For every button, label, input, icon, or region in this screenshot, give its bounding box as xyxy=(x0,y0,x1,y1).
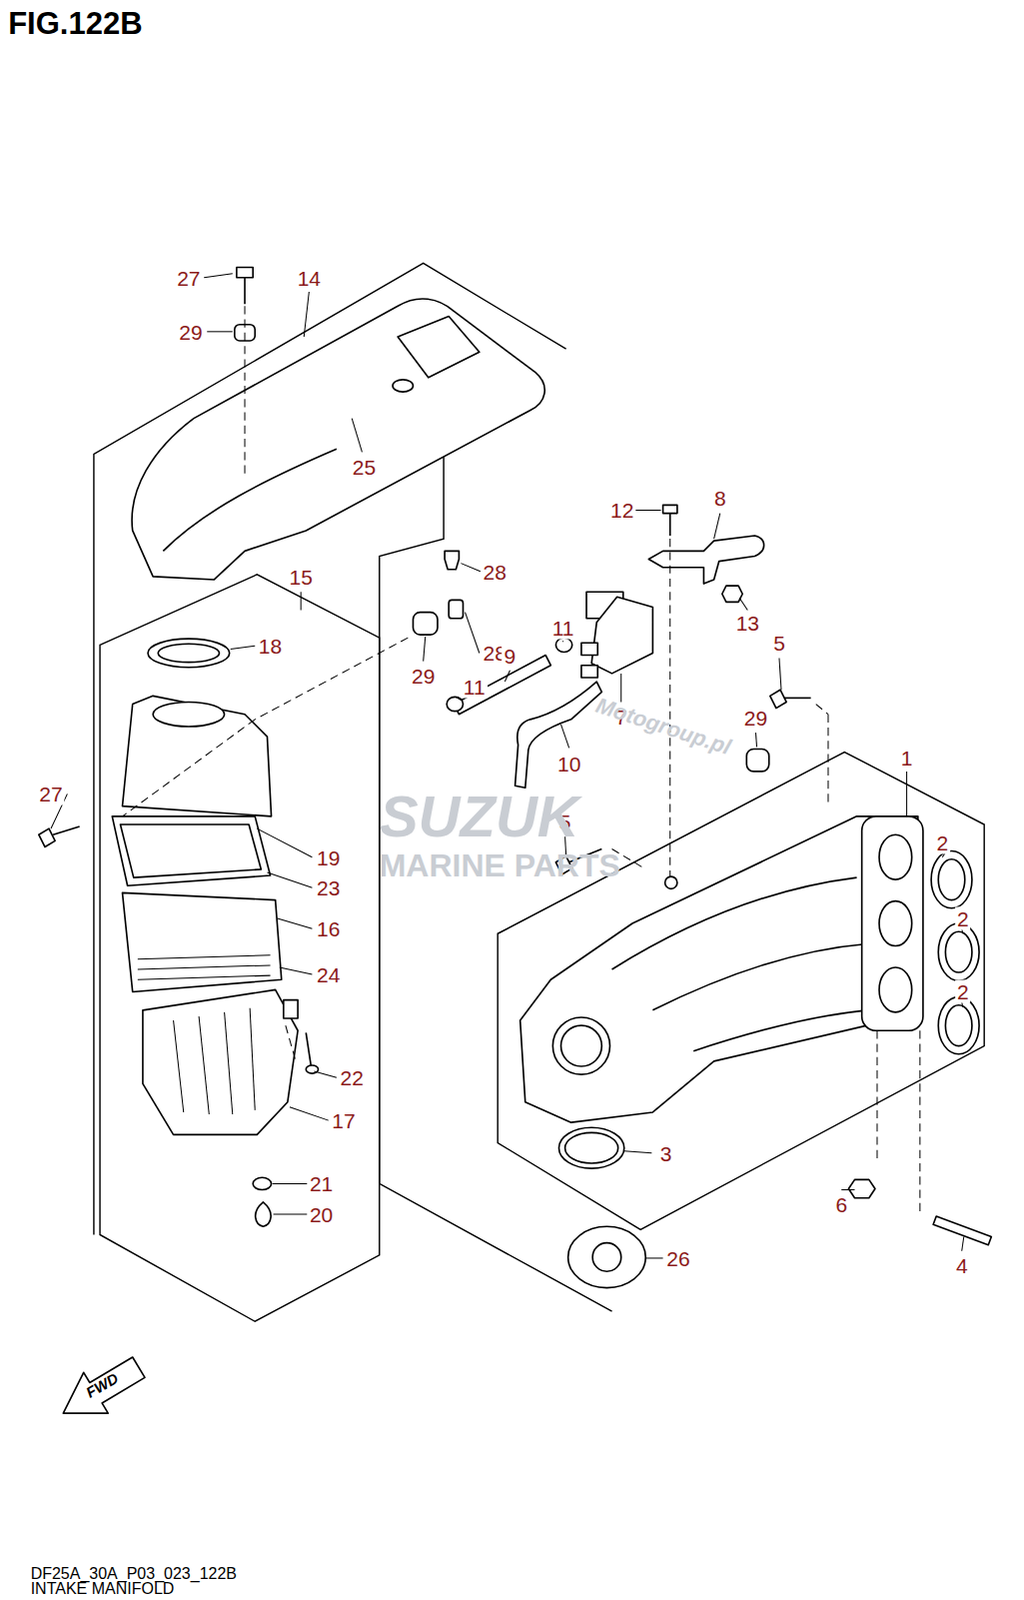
callout-number: 27 xyxy=(174,265,202,289)
callout-number: 3 xyxy=(658,1140,675,1164)
callout-number: 1 xyxy=(899,745,916,769)
callout-number: 27 xyxy=(36,782,64,806)
callout-number: 21 xyxy=(307,1171,335,1195)
callout-number: 2 xyxy=(955,906,972,930)
callout-number: 28 xyxy=(480,559,508,583)
callout-number: 18 xyxy=(256,634,284,658)
figure-title: FIG.122B xyxy=(7,7,142,39)
callout-number: 20 xyxy=(307,1201,335,1225)
callout-number: 9 xyxy=(502,644,519,668)
callout-number: 11 xyxy=(550,615,577,639)
watermark: MARINE PARTS xyxy=(379,849,621,882)
callout-number: 6 xyxy=(833,1191,850,1215)
callout-number: 19 xyxy=(314,845,342,869)
callout-number: 14 xyxy=(295,265,323,289)
callout-number: 10 xyxy=(555,751,583,775)
callout-number: 11 xyxy=(461,675,488,699)
callout-number: 12 xyxy=(608,498,636,522)
callout-number: 13 xyxy=(734,610,762,634)
watermark: SUZUK xyxy=(379,787,580,846)
callout-number: 23 xyxy=(314,876,342,900)
callout-number: 2 xyxy=(934,831,951,855)
callout-number: 24 xyxy=(314,962,342,986)
callout-number: 29 xyxy=(409,663,437,687)
drawing-code: DF25A_30A_P03_023_122B xyxy=(30,1565,237,1582)
callout-number: 29 xyxy=(176,319,204,343)
callout-number: 8 xyxy=(712,486,729,510)
callout-number: 22 xyxy=(338,1065,366,1089)
callout-number: 25 xyxy=(350,454,378,478)
callout-number: 15 xyxy=(286,564,314,588)
callout-number: 2 xyxy=(955,980,972,1004)
callout-number: 17 xyxy=(329,1107,357,1131)
callout-number: 5 xyxy=(771,631,788,655)
callout-number: 26 xyxy=(664,1245,692,1269)
callout-number: 4 xyxy=(954,1252,971,1276)
figure-caption: INTAKE MANIFOLD xyxy=(30,1580,175,1597)
callout-number: 29 xyxy=(742,705,770,729)
callout-number: 16 xyxy=(314,917,342,941)
